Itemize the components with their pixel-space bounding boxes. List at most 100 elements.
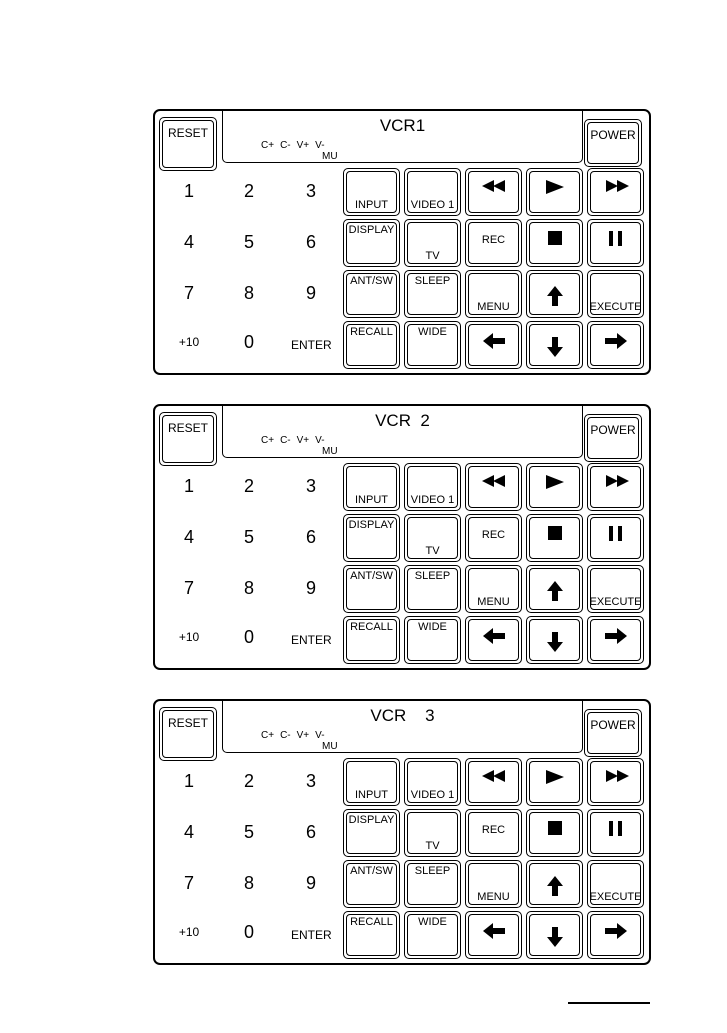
power-button[interactable]: POWER xyxy=(584,709,642,757)
keypad-key[interactable]: 6 xyxy=(305,822,316,842)
input-button[interactable]: INPUT xyxy=(343,168,400,216)
left-button[interactable] xyxy=(465,616,522,664)
play-button[interactable] xyxy=(526,758,583,806)
display-button[interactable]: DISPLAY xyxy=(343,514,400,562)
pause-button[interactable] xyxy=(587,809,644,857)
keypad-key[interactable]: 0 xyxy=(243,627,254,647)
execute-button[interactable]: EXECUTE xyxy=(587,270,644,318)
keypad-key[interactable]: 6 xyxy=(305,232,316,252)
wide-button[interactable]: WIDE xyxy=(404,616,461,664)
display-button[interactable]: DISPLAY xyxy=(343,219,400,267)
play-button[interactable] xyxy=(526,463,583,511)
up-button[interactable] xyxy=(526,565,583,613)
down-button[interactable] xyxy=(526,616,583,664)
pause-button[interactable] xyxy=(587,219,644,267)
sleep-button[interactable]: SLEEP xyxy=(404,270,461,318)
pause-button[interactable] xyxy=(587,514,644,562)
power-button[interactable]: POWER xyxy=(584,414,642,462)
keypad-key[interactable]: 6 xyxy=(305,527,316,547)
rewind-button[interactable] xyxy=(465,463,522,511)
keypad-key[interactable]: 9 xyxy=(305,578,316,598)
keypad-key[interactable]: 3 xyxy=(305,476,316,496)
keypad-key[interactable]: 1 xyxy=(183,771,194,791)
keypad-key[interactable]: 4 xyxy=(183,822,194,842)
reset-button[interactable]: RESET xyxy=(159,412,217,466)
keypad-key[interactable]: +10 xyxy=(178,335,200,349)
right-button[interactable] xyxy=(587,911,644,959)
left-button[interactable] xyxy=(465,911,522,959)
keypad-key[interactable]: 4 xyxy=(183,527,194,547)
keypad-key[interactable]: +10 xyxy=(178,630,200,644)
keypad-key[interactable]: 3 xyxy=(305,771,316,791)
keypad-key[interactable]: +10 xyxy=(178,925,200,939)
tv-button[interactable]: TV xyxy=(404,219,461,267)
rec-button[interactable]: REC xyxy=(465,809,522,857)
execute-button[interactable]: EXECUTE xyxy=(587,565,644,613)
wide-button[interactable]: WIDE xyxy=(404,911,461,959)
input-button[interactable]: INPUT xyxy=(343,463,400,511)
keypad-key[interactable]: 2 xyxy=(243,771,254,791)
power-button[interactable]: POWER xyxy=(584,119,642,167)
keypad-key[interactable]: 9 xyxy=(305,873,316,893)
keypad-key[interactable]: 8 xyxy=(243,873,254,893)
recall-button[interactable]: RECALL xyxy=(343,911,400,959)
rec-button[interactable]: REC xyxy=(465,514,522,562)
keypad-key[interactable]: 5 xyxy=(243,232,254,252)
reset-button[interactable]: RESET xyxy=(159,117,217,171)
sleep-button[interactable]: SLEEP xyxy=(404,860,461,908)
keypad-key[interactable]: 4 xyxy=(183,232,194,252)
fast-forward-button[interactable] xyxy=(587,758,644,806)
antsw-button[interactable]: ANT/SW xyxy=(343,860,400,908)
display-button[interactable]: DISPLAY xyxy=(343,809,400,857)
menu-button[interactable]: MENU xyxy=(465,860,522,908)
keypad-key[interactable]: 1 xyxy=(183,181,194,201)
keypad-key[interactable]: 2 xyxy=(243,476,254,496)
menu-button[interactable]: MENU xyxy=(465,565,522,613)
stop-button[interactable] xyxy=(526,809,583,857)
keypad-key[interactable]: 3 xyxy=(305,181,316,201)
video1-button[interactable]: VIDEO 1 xyxy=(404,758,461,806)
reset-button[interactable]: RESET xyxy=(159,707,217,761)
input-button[interactable]: INPUT xyxy=(343,758,400,806)
keypad-key[interactable]: 7 xyxy=(183,873,194,893)
antsw-button[interactable]: ANT/SW xyxy=(343,565,400,613)
keypad-key[interactable]: 9 xyxy=(305,283,316,303)
fast-forward-button[interactable] xyxy=(587,168,644,216)
video1-button[interactable]: VIDEO 1 xyxy=(404,168,461,216)
up-button[interactable] xyxy=(526,860,583,908)
tv-button[interactable]: TV xyxy=(404,809,461,857)
right-button[interactable] xyxy=(587,616,644,664)
play-button[interactable] xyxy=(526,168,583,216)
stop-button[interactable] xyxy=(526,219,583,267)
antsw-button[interactable]: ANT/SW xyxy=(343,270,400,318)
fast-forward-button[interactable] xyxy=(587,463,644,511)
execute-button[interactable]: EXECUTE xyxy=(587,860,644,908)
keypad-key[interactable]: 7 xyxy=(183,578,194,598)
sleep-button[interactable]: SLEEP xyxy=(404,565,461,613)
keypad-key[interactable]: 0 xyxy=(243,922,254,942)
down-button[interactable] xyxy=(526,911,583,959)
video1-button[interactable]: VIDEO 1 xyxy=(404,463,461,511)
keypad-key[interactable]: 8 xyxy=(243,283,254,303)
keypad-key[interactable]: ENTER xyxy=(291,338,332,352)
left-button[interactable] xyxy=(465,321,522,369)
keypad-key[interactable]: 5 xyxy=(243,527,254,547)
stop-button[interactable] xyxy=(526,514,583,562)
right-button[interactable] xyxy=(587,321,644,369)
recall-button[interactable]: RECALL xyxy=(343,616,400,664)
up-button[interactable] xyxy=(526,270,583,318)
keypad-key[interactable]: 8 xyxy=(243,578,254,598)
rewind-button[interactable] xyxy=(465,758,522,806)
keypad-key[interactable]: 5 xyxy=(243,822,254,842)
keypad-key[interactable]: 0 xyxy=(243,332,254,352)
recall-button[interactable]: RECALL xyxy=(343,321,400,369)
rewind-button[interactable] xyxy=(465,168,522,216)
down-button[interactable] xyxy=(526,321,583,369)
menu-button[interactable]: MENU xyxy=(465,270,522,318)
keypad-key[interactable]: 7 xyxy=(183,283,194,303)
keypad-key[interactable]: ENTER xyxy=(291,633,332,647)
rec-button[interactable]: REC xyxy=(465,219,522,267)
keypad-key[interactable]: ENTER xyxy=(291,928,332,942)
keypad-key[interactable]: 1 xyxy=(183,476,194,496)
tv-button[interactable]: TV xyxy=(404,514,461,562)
